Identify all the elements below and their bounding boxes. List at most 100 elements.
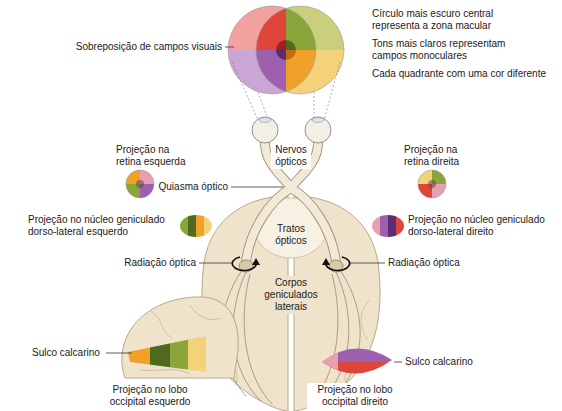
lgn-projection-left [180,214,212,238]
callout-label: Projeção na retina esquerda [116,144,196,168]
visual-field-circles-part [256,6,344,94]
visual-field-circles-part-part [220,0,352,100]
radiation-arrows-part [326,257,350,271]
note-text: Tons mais claros representam campos mono… [372,38,537,62]
retina-projection-right-part [418,170,446,198]
retina-projection-left-part [136,180,144,188]
lgn-projection-right-part [388,214,396,238]
lgn-projection-left-part [196,214,204,238]
visual-field-circles-part-part [286,0,352,50]
optic-nerves-tracts-part [246,143,336,262]
projection-dotted-lines-part [314,92,315,119]
retina-projection-right [418,170,446,198]
visual-field-circles-part [228,6,316,94]
visual-field-circles-part-part-part [286,50,352,100]
visual-field-circles-part-part-part [220,50,286,100]
projection-dotted-lines-part [258,92,268,119]
left-hemisphere-lateral-part-part [126,334,150,374]
callout-label: Projeção na retina direita [404,144,484,168]
lgn-projection-right-part [380,214,388,238]
leader-lines-part [394,362,402,363]
right-occipital-projection [320,334,394,388]
callout-label: Quiasma óptico [148,181,228,193]
left-hemisphere-lateral-part-part [150,334,170,374]
eyeballs [252,117,331,143]
part-label: Corpos geniculados laterais [261,276,321,314]
visual-field-circles-part-part [286,34,302,50]
optic-nerves-tracts [246,143,336,262]
visual-field-circles-part-part [270,34,286,50]
lgn-projection-right-part [396,214,404,238]
left-hemisphere-lateral-part [140,305,220,374]
eyeballs-part [305,117,331,143]
radiation-arrows-part [232,257,256,271]
retina-projection-right-part [428,180,436,188]
lgn-projection-left-part [188,214,196,238]
brain-base [202,196,380,411]
visual-field-circles-part [220,0,352,100]
callout-label: Sobreposição de campos visuais [60,41,222,53]
projection-dotted-lines [232,62,340,120]
radiation-arrowheads-part [252,258,260,265]
leader-lines-part [350,263,385,264]
eyeballs-part [312,118,324,123]
note-text: Círculo mais escuro central representa a… [372,8,537,32]
callout-label: Projeção no lobo occipital esquerdo [102,384,198,408]
left-hemisphere-lateral-part-part [188,334,208,374]
left-hemisphere-lateral-part-part [190,305,220,319]
lgn-projection-right-part [372,214,380,238]
callout-label: Radiação óptica [388,257,488,269]
lgn-projection-left-part [180,214,188,238]
eyeballs-part [259,118,271,123]
callout-label: Projeção no lobo occipital direito [307,383,403,409]
visual-field-circles-part-part [220,0,286,50]
lgn-projection-left-part [204,214,212,238]
visual-field-circles-part-part [220,50,286,100]
optic-nerves-tracts-part [246,143,336,262]
leader-lines-part [199,263,232,264]
visual-field-circles-part-part [220,0,286,50]
retina-projection-left [126,170,154,198]
callout-label: Sulco calcarino [32,347,106,359]
projection-dotted-lines-part [232,62,258,120]
left-hemisphere-lateral-part-part [170,334,188,374]
visual-field-circles-part-part [286,50,302,66]
note-text: Cada quadrante com uma cor diferente [372,68,557,80]
callout-label: Projeção no núcleo geniculado dorso-late… [408,214,556,238]
radiation-arrows [232,257,349,271]
visual-field-circles-part-part [220,50,286,100]
visual-field-circles-part-part [270,50,286,66]
visual-field-circles-part-part [286,50,352,100]
left-hemisphere-lateral-part-part [140,370,190,374]
visual-field-circles [220,0,352,100]
visual-field-circles-part [270,34,302,66]
leader-lines-part [106,353,132,354]
visual-field-circles-part [220,0,352,100]
projection-dotted-lines-part [324,62,340,120]
lgn-projection-right [372,214,404,238]
left-hemisphere-lateral-part [122,297,238,378]
leader-lines [106,47,402,362]
optic-radiation-fibers-part [336,270,360,396]
left-hemisphere-lateral-part-part [150,310,172,338]
visual-field-circles-part-part [286,50,352,100]
visual-field-circles-part-part-part [220,0,286,50]
brain-base-part-part [361,300,370,340]
eyeballs-part [252,117,278,143]
radiation-arrowheads [252,258,330,265]
left-hemisphere-lateral [122,297,238,378]
left-hemisphere-lateral-part [126,334,208,374]
callout-label: Projeção no núcleo geniculado dorso-late… [28,214,176,238]
radiation-arrowheads-part [322,258,330,265]
leader-lines-part [225,47,234,48]
retina-projection-left-part [126,170,154,198]
leader-lines-part [231,187,283,188]
callout-label: Radiação óptica [96,257,196,269]
part-label: Tratos ópticos [266,222,316,248]
callout-label: Sulco calcarino [405,356,495,368]
part-label: Nervos ópticos [271,143,311,169]
right-occipital-projection-part [320,334,338,388]
visual-field-circles-part [220,0,352,100]
